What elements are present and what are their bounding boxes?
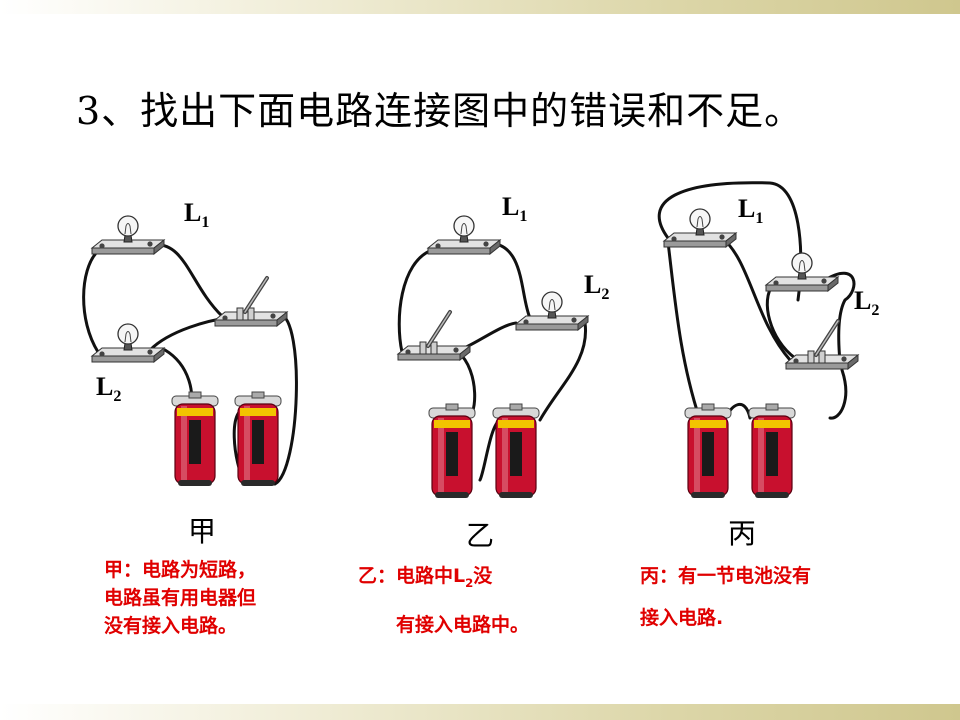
answer-bing-line1: 丙：有一节电池没有 — [640, 565, 812, 587]
answer-jia: 甲：电路为短路， 电路虽有用电器但 没有接入电路。 — [104, 556, 256, 640]
answer-bing-line2: 接入电路. — [640, 607, 724, 629]
answer-jia-line3: 没有接入电路。 — [104, 615, 238, 637]
label-bing-l2: L2 — [854, 286, 880, 320]
answer-bing: 丙：有一节电池没有 接入电路. — [640, 562, 811, 632]
caption-jia: 甲 — [188, 515, 217, 548]
label-yi-l2: L2 — [584, 270, 610, 304]
caption-bing: 丙 — [728, 517, 757, 550]
answer-yi: 乙：电路中L2没 有接入电路中。 — [358, 562, 529, 639]
answer-yi-line1: 乙：电路中L2没 — [358, 565, 493, 590]
circuit-bing — [657, 181, 859, 499]
label-jia-l2: L2 — [96, 372, 122, 406]
label-jia-l1: L1 — [184, 198, 210, 232]
circuit-jia — [82, 215, 298, 487]
answer-jia-line1: 甲：电路为短路， — [104, 559, 257, 581]
bottom-decor-band — [0, 704, 960, 720]
top-decor-band — [0, 0, 960, 14]
caption-yi: 乙 — [466, 519, 495, 552]
label-bing-l1: L1 — [738, 194, 764, 228]
answer-jia-line2: 电路虽有用电器但 — [104, 587, 257, 609]
circuit-yi — [397, 215, 589, 499]
page-title: 3、找出下面电路连接图中的错误和不足。 — [76, 89, 804, 133]
answer-yi-line2: 有接入电路中。 — [396, 613, 530, 636]
label-yi-l1: L1 — [502, 192, 528, 226]
